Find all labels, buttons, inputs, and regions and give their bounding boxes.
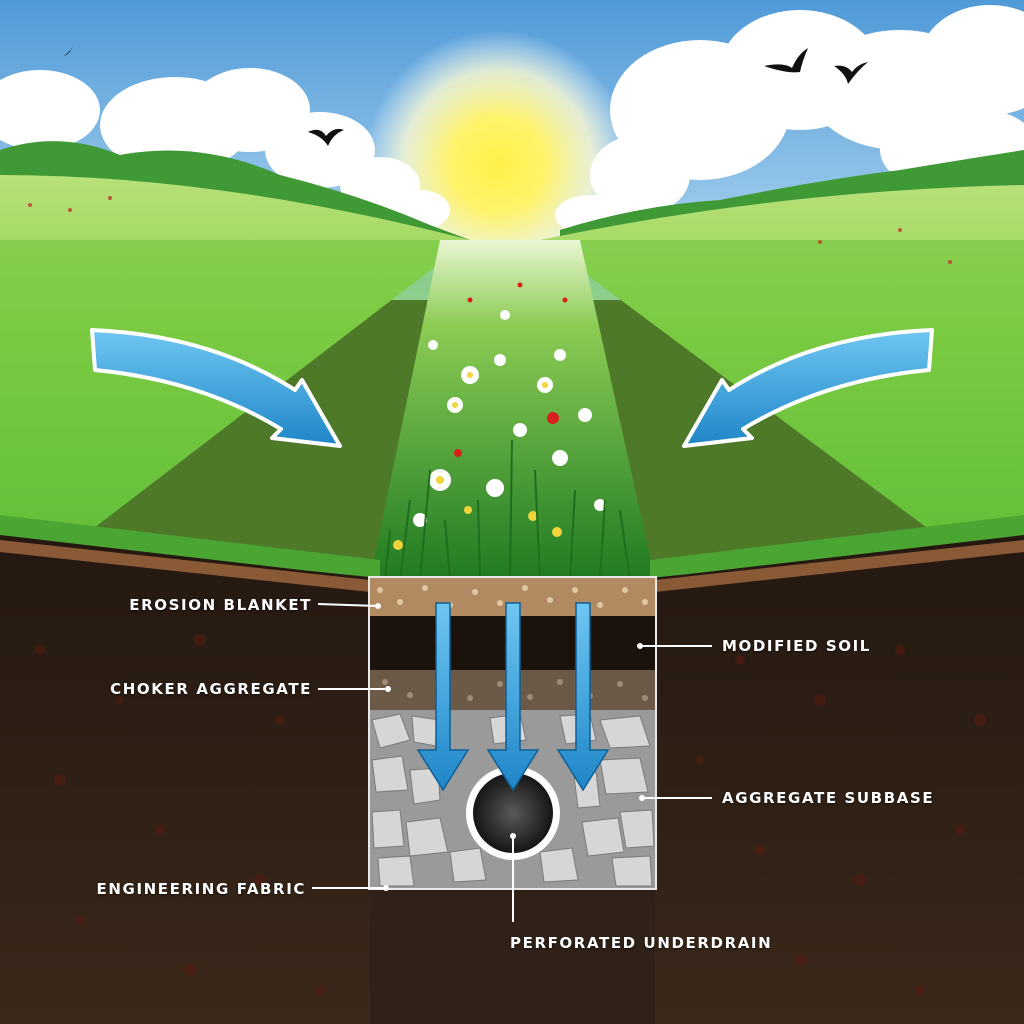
- down-arrow-icon: [486, 602, 540, 792]
- grass-edge-left: [0, 515, 380, 578]
- down-arrow-icon: [416, 602, 470, 792]
- grass-edge-right: [650, 515, 1024, 578]
- swale-planting: [370, 240, 655, 580]
- label-perforated-underdrain: PERFORATED UNDERDRAIN: [510, 934, 773, 952]
- soil-speckles: [35, 634, 986, 995]
- runoff-arrow-left-icon: [90, 328, 342, 448]
- down-arrow-icon: [556, 602, 610, 792]
- soil-right: [655, 535, 1024, 1024]
- bird-icon: [764, 48, 808, 73]
- bird-icon: [308, 128, 344, 146]
- birds: [64, 44, 868, 146]
- infiltration-arrows: [416, 602, 610, 792]
- swale-flowers: [384, 282, 631, 581]
- label-erosion-blanket: EROSION BLANKET: [129, 596, 312, 614]
- field-poppies: [28, 196, 952, 264]
- label-choker-aggregate: CHOKER AGGREGATE: [110, 680, 312, 698]
- bird-icon: [834, 62, 868, 84]
- leader-lines: [312, 603, 712, 922]
- label-modified-soil: MODIFIED SOIL: [722, 637, 871, 655]
- label-engineering-fabric: ENGINEERING FABRIC: [96, 880, 306, 898]
- soil-left: [0, 535, 370, 1024]
- runoff-arrow-right-icon: [682, 328, 934, 448]
- label-aggregate-subbase: AGGREGATE SUBBASE: [722, 789, 935, 807]
